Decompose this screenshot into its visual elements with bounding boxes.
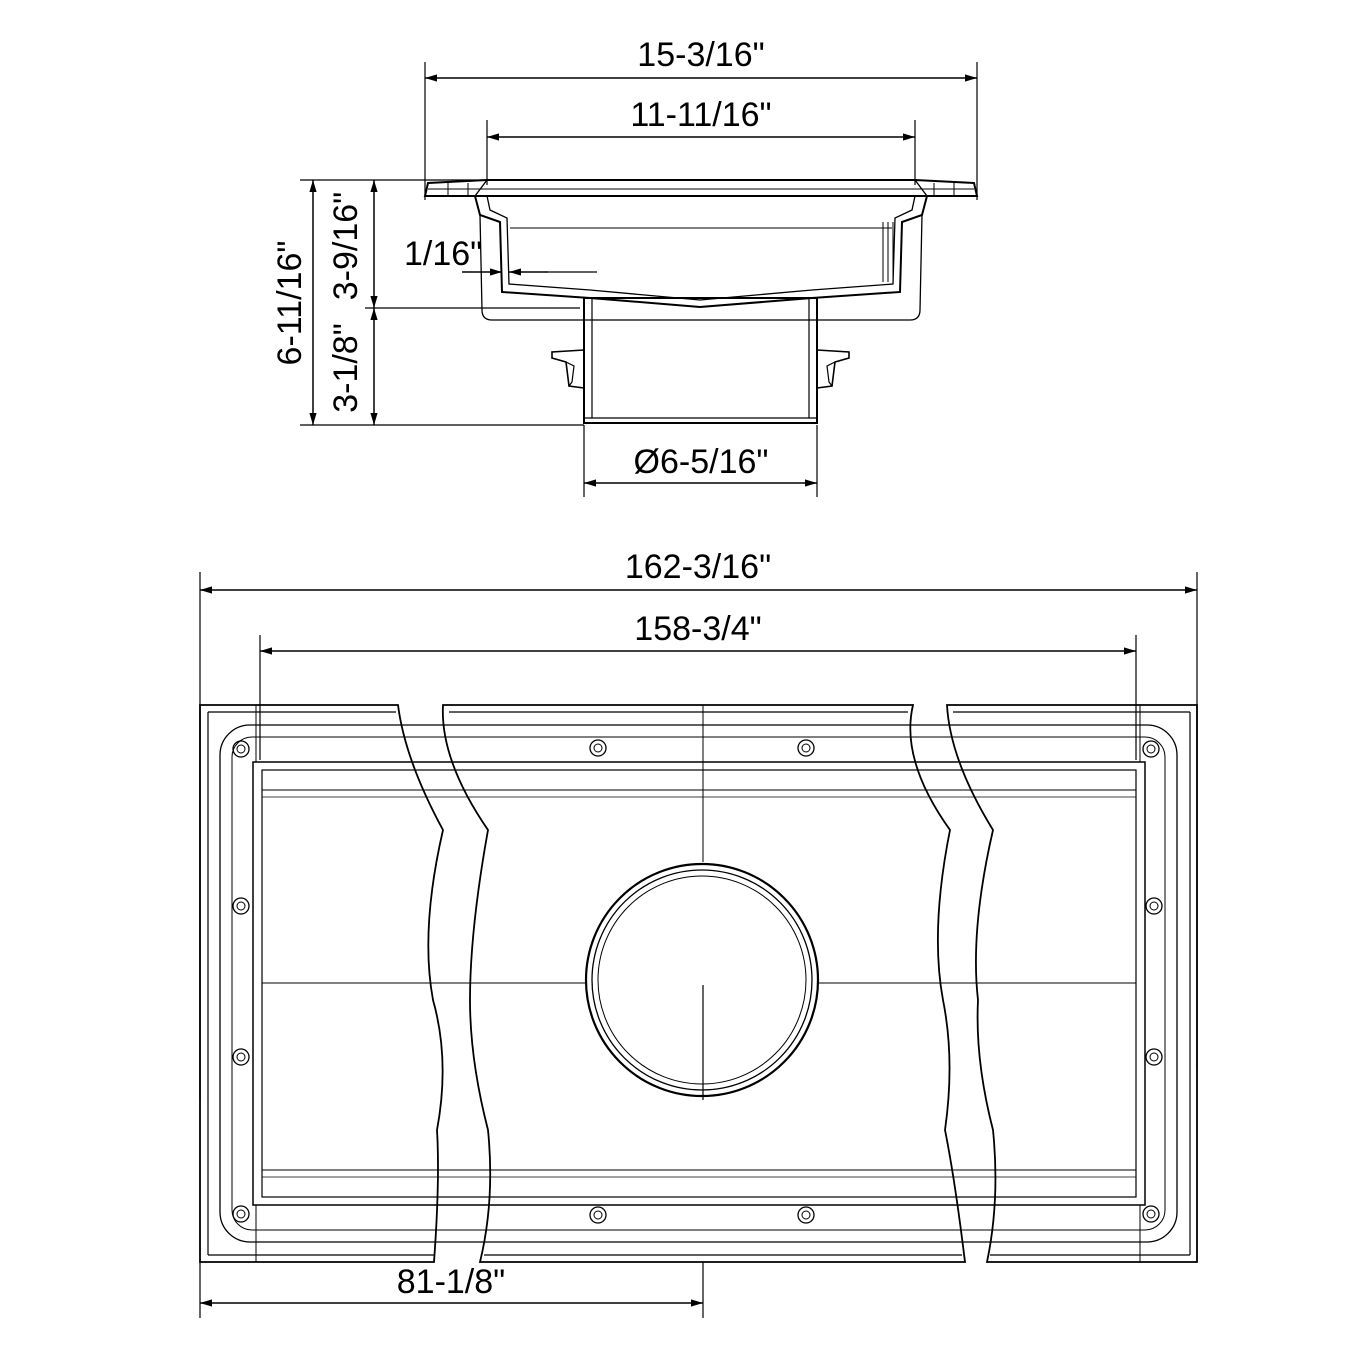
dim-overall-width: 15-3/16" — [425, 36, 977, 82]
dim-outlet-offset: 81-1/8" — [199, 1262, 704, 1318]
plan-view: 162-3/16" 158-3/4" — [199, 548, 1198, 1318]
dim-inner-width: 11-11/16" — [487, 96, 915, 141]
drain-flange — [423, 179, 979, 197]
lower-height-label: 3-1/8" — [327, 323, 365, 413]
dim-overall-length: 162-3/16" — [200, 548, 1197, 594]
dim-outlet-diameter: Ø6-5/16" — [583, 425, 818, 497]
outlet-offset-label: 81-1/8" — [397, 1263, 505, 1301]
mounting-hole — [232, 1205, 250, 1223]
wall-thickness-label: 1/16" — [404, 235, 482, 273]
mounting-hole — [1145, 897, 1163, 915]
mounting-hole — [589, 739, 607, 757]
mounting-hole — [1142, 740, 1160, 758]
channel-frame — [199, 704, 1198, 1263]
mounting-hole — [232, 1048, 250, 1066]
mounting-hole — [1145, 1048, 1163, 1066]
dim-lower-height: 3-1/8" — [327, 308, 378, 425]
dim-wall-thickness: 1/16" — [404, 235, 597, 276]
mounting-hole — [589, 1206, 607, 1224]
overall-width-label: 15-3/16" — [637, 36, 764, 74]
outlet-opening — [584, 862, 820, 1098]
dim-overall-height: 6-11/16" — [271, 180, 317, 425]
channel-body — [474, 195, 928, 321]
inner-length-label: 158-3/4" — [634, 610, 761, 648]
inner-width-label: 11-11/16" — [630, 96, 771, 134]
outlet-diameter-label: Ø6-5/16" — [634, 443, 769, 481]
mounting-hole — [797, 739, 815, 757]
outlet-pipe — [551, 297, 850, 424]
overall-height-label: 6-11/16" — [271, 241, 309, 366]
mounting-hole — [1142, 1205, 1160, 1223]
dim-inner-length: 158-3/4" — [260, 610, 1136, 655]
mounting-hole — [232, 897, 250, 915]
overall-length-label: 162-3/16" — [625, 548, 771, 586]
mounting-hole — [797, 1206, 815, 1224]
mounting-hole — [232, 740, 250, 758]
section-view: 15-3/16" 11-11/16" — [271, 36, 979, 497]
upper-height-label: 3-9/16" — [327, 192, 365, 300]
dim-upper-height: 3-9/16" — [327, 180, 378, 308]
mounting-holes — [232, 739, 1163, 1224]
